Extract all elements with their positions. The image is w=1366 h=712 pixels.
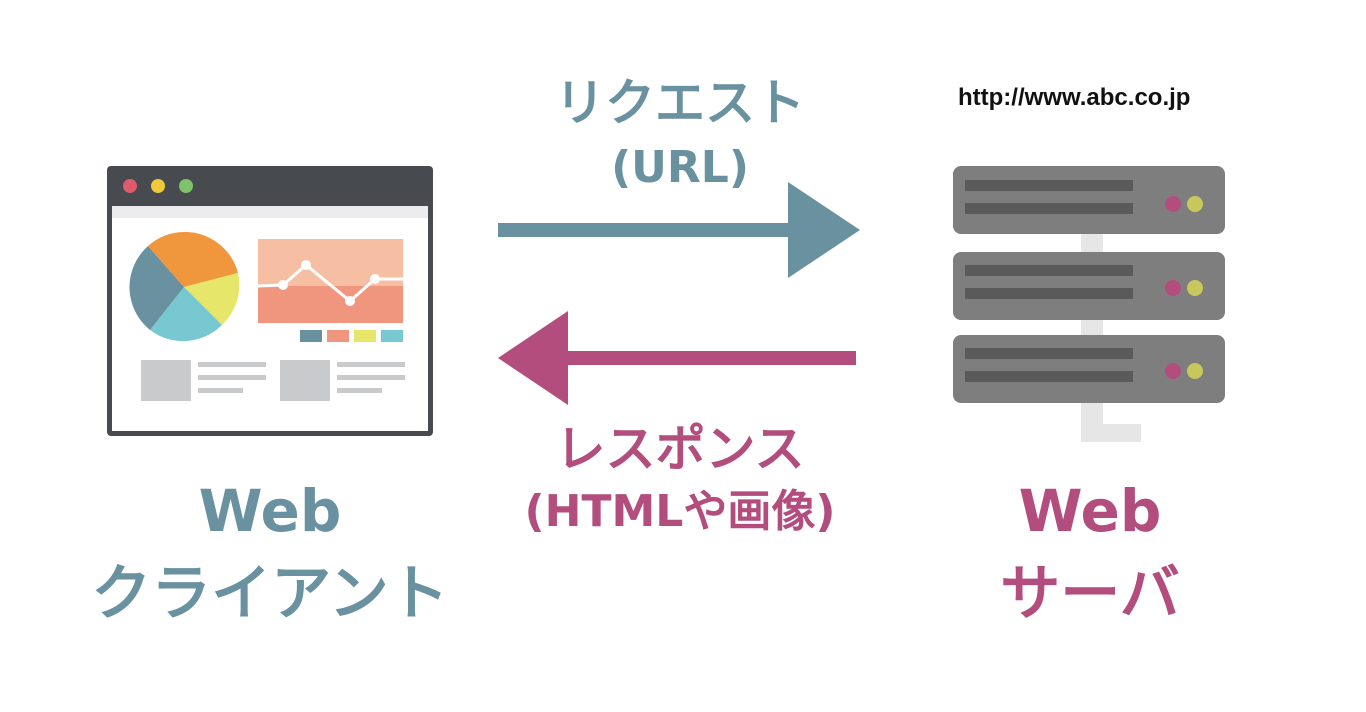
response-sublabel: (HTMLや画像)	[524, 486, 836, 537]
server-url: http://www.abc.co.jp	[958, 84, 1191, 111]
pie-chart-icon	[129, 231, 240, 342]
server-sublabel: サーバ	[1000, 559, 1180, 629]
request-label: リクエスト	[555, 74, 805, 132]
response-label: レスポンス	[555, 420, 805, 478]
server-unit	[953, 252, 1225, 320]
content-placeholder-icon	[141, 360, 405, 401]
client-label: Web	[198, 477, 342, 545]
window-minimize-dot	[151, 179, 165, 193]
window-close-dot	[123, 179, 137, 193]
browser-window-icon	[107, 166, 433, 436]
request-arrow-icon	[498, 182, 860, 278]
request-sublabel: (URL)	[611, 142, 749, 193]
server-unit	[953, 335, 1225, 403]
window-maximize-dot	[179, 179, 193, 193]
response-arrow-icon	[498, 311, 856, 405]
server-label: Web	[1018, 477, 1162, 545]
line-chart-icon	[257, 239, 403, 342]
server-unit	[953, 166, 1225, 234]
server-icon	[953, 166, 1225, 442]
client-sublabel: クライアント	[91, 559, 449, 629]
